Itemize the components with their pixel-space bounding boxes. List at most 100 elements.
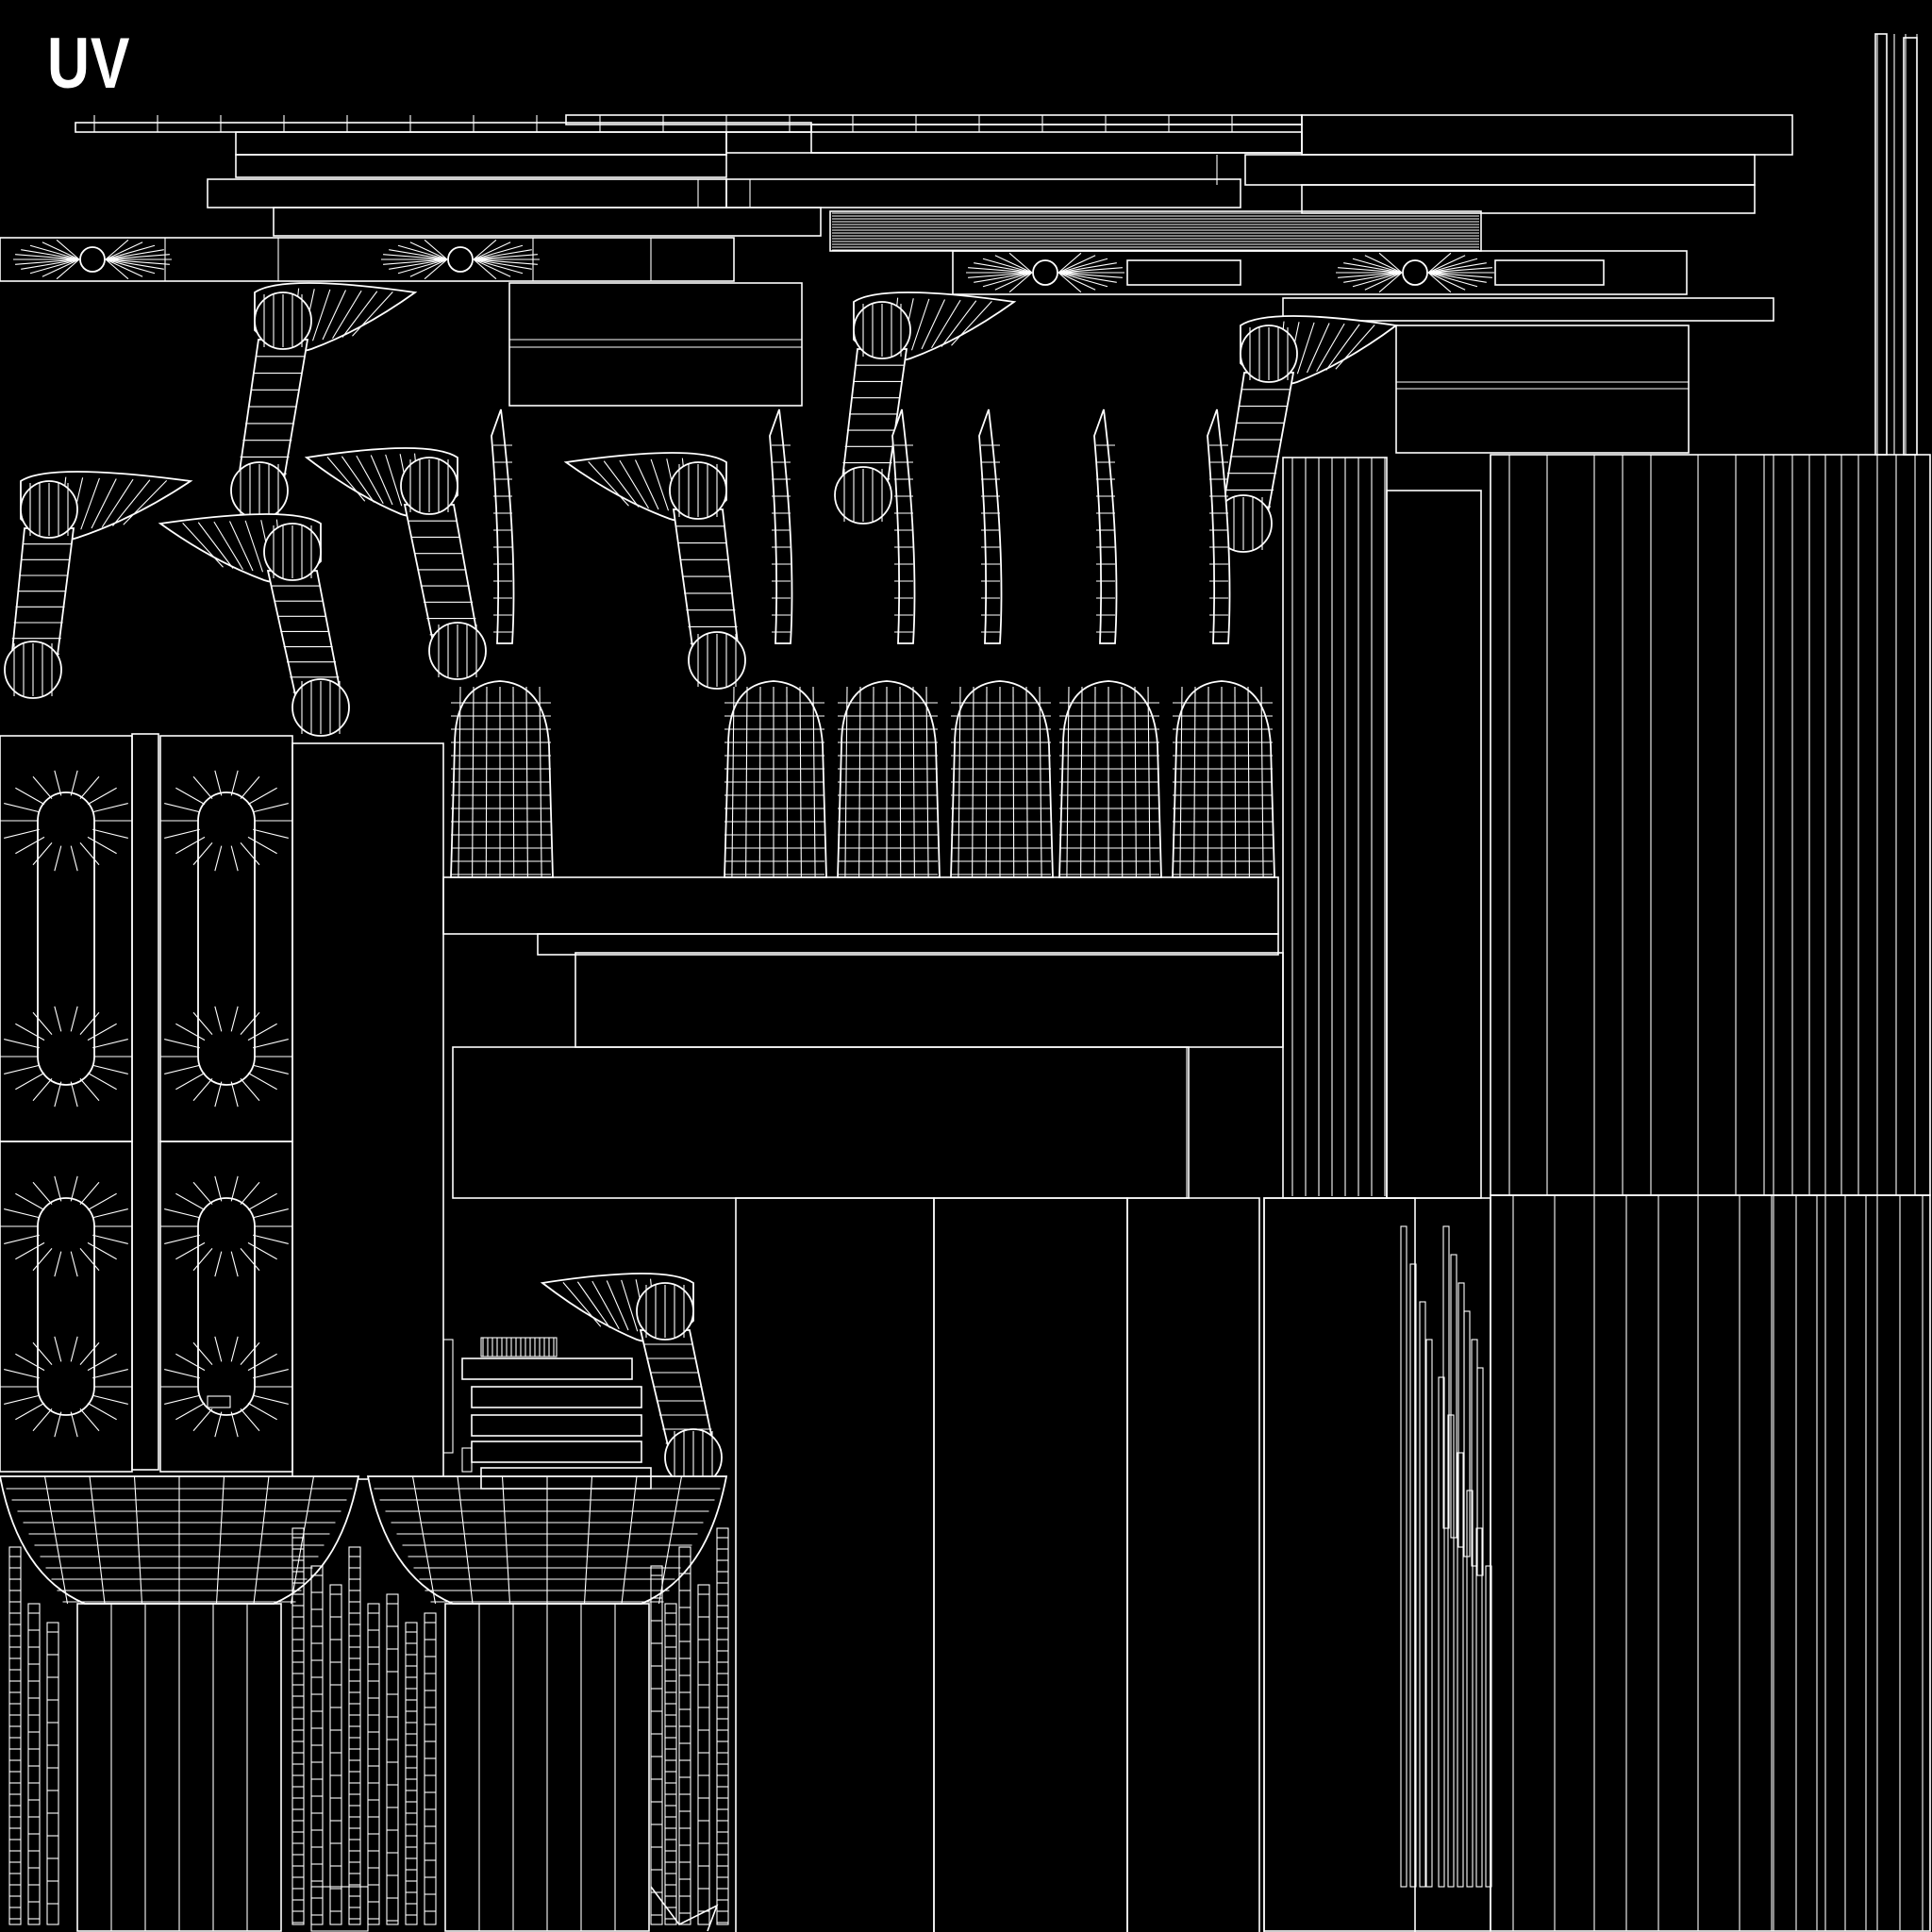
ring-spoke — [473, 258, 538, 265]
scrap-strip — [367, 1603, 380, 1925]
capsule-spoke — [164, 1394, 200, 1406]
ring-hub — [1402, 259, 1428, 286]
horn-islands[interactable] — [4, 282, 1399, 1487]
small-scrap-islands[interactable] — [8, 1225, 1484, 1932]
column-strip-island — [1386, 490, 1482, 1199]
horn-edge — [332, 290, 362, 340]
stacked-scrap-island — [480, 1467, 652, 1490]
bell-seam — [745, 686, 748, 878]
sliver-island — [1475, 1527, 1483, 1888]
ring-spoke — [409, 258, 448, 277]
capsule-spoke — [192, 842, 213, 866]
slab-island — [291, 742, 444, 1480]
capsule-spoke — [230, 1006, 239, 1032]
bowl-seam — [457, 1475, 474, 1605]
horn-edge — [341, 291, 378, 338]
tall-horn-island — [1093, 408, 1118, 644]
bell-seam — [1234, 686, 1237, 878]
ring-spoke — [105, 258, 129, 280]
horn-edge — [619, 459, 649, 509]
capsule-spoke — [4, 1038, 40, 1049]
top-strip-islands[interactable] — [75, 114, 1793, 322]
capsule-spoke — [247, 787, 277, 806]
ring-spoke — [105, 254, 170, 260]
bell-seam — [972, 686, 974, 878]
ring-spoke — [1338, 267, 1403, 274]
horn-edge — [229, 521, 254, 572]
capsule-panel-islands[interactable] — [0, 733, 293, 1473]
capsule-spoke — [70, 1336, 78, 1362]
slab-island — [735, 1197, 935, 1932]
thin-column-island — [1903, 37, 1918, 456]
capsule-spoke — [15, 1241, 45, 1260]
capsule-spoke — [240, 1078, 260, 1102]
top-strip-island — [1301, 114, 1793, 156]
ring-spoke — [105, 258, 156, 275]
capsule-spoke — [240, 1181, 260, 1205]
bell-seam — [539, 686, 542, 878]
ring-capsule — [1126, 259, 1241, 286]
capsule-spoke — [87, 836, 117, 855]
capsule-spoke — [87, 787, 117, 806]
capsule-spoke — [70, 1251, 78, 1277]
horn-edge — [80, 477, 100, 530]
ring-spoke — [42, 242, 80, 260]
capsule-spoke — [214, 1175, 223, 1202]
capsule-spoke — [54, 1336, 62, 1362]
sliver-island — [1419, 1301, 1426, 1888]
tall-horn-island — [891, 408, 916, 644]
slab-islands[interactable] — [291, 282, 1690, 1932]
capsule-spoke — [230, 1251, 239, 1277]
bell-seam — [1012, 686, 1015, 878]
sliver-island — [1425, 1339, 1433, 1888]
ring-spoke — [1058, 272, 1123, 278]
capsule-slot — [37, 791, 95, 1086]
leg-islands[interactable] — [450, 408, 1275, 878]
sliver-island — [1409, 1263, 1417, 1888]
capsule-spoke — [214, 1411, 223, 1438]
bell-seam — [1025, 686, 1028, 878]
capsule-spoke — [87, 1402, 117, 1421]
ring-spoke — [15, 254, 80, 260]
slab-island — [452, 1046, 1190, 1199]
ring-spoke — [29, 258, 80, 275]
capsule-spoke — [70, 1006, 78, 1032]
scrap-strip — [664, 1603, 677, 1925]
capsule-spoke — [192, 1011, 213, 1035]
ring-spoke — [424, 239, 448, 260]
horn-edge — [621, 1279, 639, 1332]
capsule-spoke — [192, 1078, 213, 1102]
capsule-spoke — [15, 836, 45, 855]
bell-seam — [1193, 686, 1196, 878]
capsule-slot — [197, 1197, 256, 1416]
top-strip-island — [207, 178, 727, 208]
ring-spoke — [1343, 272, 1403, 283]
capsule-spoke — [87, 1192, 117, 1211]
column-strip-islands[interactable] — [1263, 33, 1931, 1932]
stacked-scrap-island — [471, 1441, 642, 1463]
horn-edge — [112, 479, 151, 526]
top-strip-island — [1301, 184, 1756, 214]
tall-horn-island — [978, 408, 1003, 644]
scrap-strip — [386, 1593, 399, 1925]
column-ring-islands[interactable] — [0, 237, 1688, 295]
bowl-islands[interactable] — [0, 1475, 728, 1932]
capsule-spoke — [54, 770, 62, 796]
capsule-spoke — [32, 1341, 53, 1365]
bell-seam — [1147, 686, 1151, 878]
ring-spoke — [1058, 272, 1096, 291]
capsule-spoke — [92, 1208, 128, 1219]
capsule-spoke — [214, 845, 223, 872]
bell-seam — [458, 686, 461, 878]
ring-spoke — [1427, 272, 1452, 293]
capsule-spoke — [15, 1402, 45, 1421]
ring-strip-island — [0, 237, 735, 282]
capsule-spoke — [240, 1248, 260, 1272]
bell-seam — [1121, 686, 1124, 878]
column-strip-island — [1490, 454, 1931, 1196]
horn-edge — [101, 478, 134, 528]
capsule-spoke — [92, 828, 128, 840]
bowl-seam — [133, 1475, 143, 1605]
